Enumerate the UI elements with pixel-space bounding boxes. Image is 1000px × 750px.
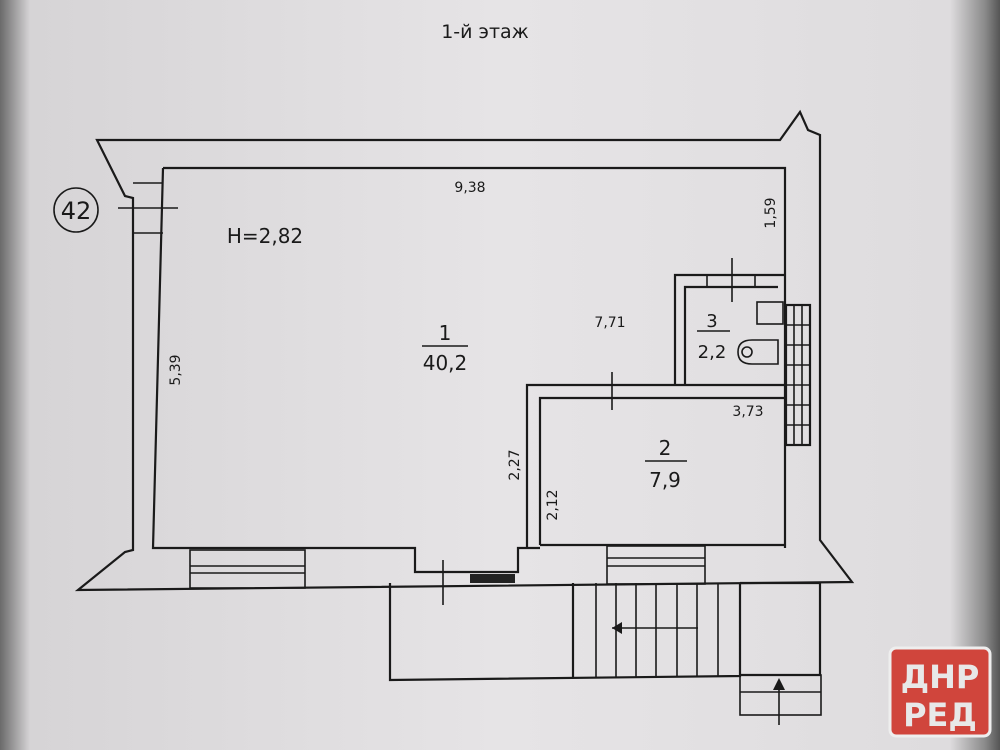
entrance-door — [442, 560, 515, 605]
room-1-area: 40,2 — [423, 351, 468, 375]
dim-room2-outer-height: 2,27 — [507, 449, 523, 480]
watermark-line-2: РЕД — [903, 696, 977, 734]
dim-inner-length: 7,71 — [594, 315, 625, 331]
room-2-area: 7,9 — [649, 468, 681, 492]
ceiling-height: H=2,82 — [227, 224, 303, 248]
lower-steps — [739, 674, 822, 725]
dim-room2-inner-height: 2,12 — [545, 489, 561, 520]
bottom-window-left — [189, 549, 306, 589]
room-3-number: 3 — [706, 311, 717, 332]
sink-icon — [756, 301, 784, 325]
dim-left-height: 5,39 — [168, 354, 184, 385]
room-3-walls — [673, 258, 785, 385]
room-3-area: 2,2 — [698, 342, 727, 363]
toilet-icon — [737, 339, 779, 365]
floor-title: 1-й этаж — [441, 21, 529, 43]
room-2-walls — [525, 372, 785, 548]
room-1-label: 1 40,2 — [422, 321, 468, 375]
room-2-number: 2 — [659, 436, 672, 460]
building-number: 42 — [61, 197, 92, 225]
radiator-grid — [784, 303, 812, 447]
room-3-label: 3 2,2 — [697, 311, 730, 363]
room-2-label: 2 7,9 — [645, 436, 687, 492]
left-window — [118, 182, 178, 234]
dim-right-top: 1,59 — [763, 197, 779, 228]
dim-room2-length: 3,73 — [732, 404, 763, 420]
watermark-line-1: ДНР — [901, 658, 980, 696]
room-1-number: 1 — [439, 321, 452, 345]
watermark-logo: ДНР РЕД — [888, 646, 992, 738]
staircase — [595, 583, 719, 678]
dim-top-length: 9,38 — [454, 180, 485, 196]
building-number-marker: 42 — [53, 187, 99, 233]
